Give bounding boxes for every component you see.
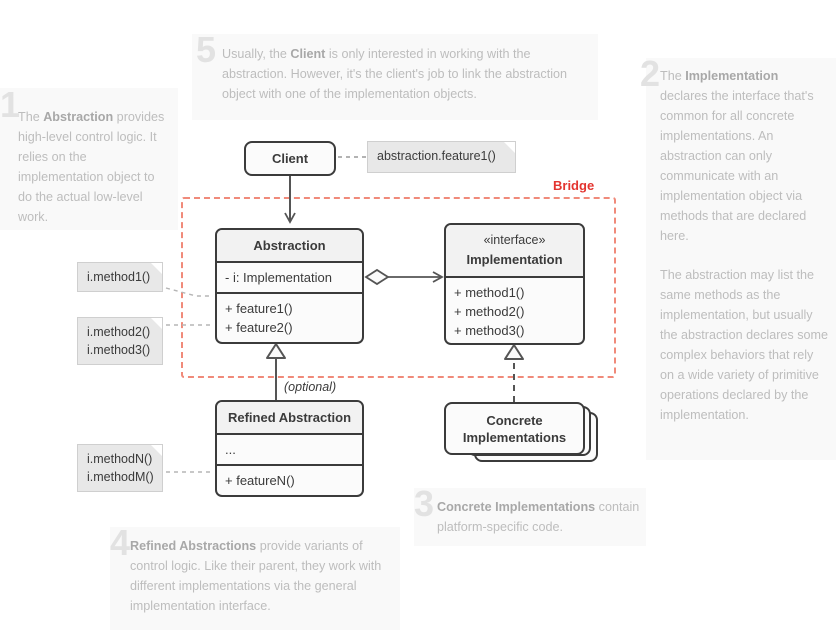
optional-label: (optional) [284, 380, 337, 394]
method-feature2: + feature2() [225, 320, 293, 335]
dogear-icon [504, 142, 515, 153]
class-name-concrete-line1: Concrete [486, 412, 543, 428]
annotation-panel-1 [0, 88, 178, 230]
class-name-refined-abstraction: Refined Abstraction [217, 402, 362, 433]
class-field-refined-abstraction: ... [217, 433, 362, 464]
code-note-methodNM: i.methodN() i.methodM() [77, 444, 163, 492]
annotation-panel-2 [646, 58, 836, 460]
method-method2: + method2() [454, 304, 525, 319]
class-box-implementation[interactable]: «interface» Implementation + method1() +… [444, 223, 585, 345]
code-note-line2: i.method3() [87, 343, 151, 357]
bridge-label: Bridge [553, 178, 595, 193]
class-box-refined-abstraction[interactable]: Refined Abstraction ... + featureN() [215, 400, 364, 497]
class-box-concrete-implementations[interactable]: Concrete Implementations [444, 402, 585, 455]
annotation-number-2: 2 [640, 53, 661, 94]
annotation-panel-3 [414, 488, 646, 546]
code-note-line2: i.methodM() [87, 470, 154, 484]
annotation-text-4: Refined Abstractions provide variants of… [130, 539, 382, 613]
class-field-abstraction: - i: Implementation [217, 261, 362, 292]
class-methods-refined-abstraction: + featureN() [217, 464, 362, 495]
annotation-number-1: 1 [0, 84, 21, 125]
class-name-concrete-line2: Implementations [462, 429, 567, 445]
method-method1: + method1() [454, 285, 525, 300]
annotation-text-1: The Abstraction provides high-level cont… [18, 110, 165, 224]
code-note-text: abstraction.feature1() [377, 149, 496, 163]
class-name-abstraction: Abstraction [217, 230, 362, 261]
annotation-text-5: Usually, the Client is only interested i… [222, 47, 568, 101]
code-note-line1: i.method2() [87, 325, 151, 339]
annotation-text-2b: The abstraction may list the same method… [660, 268, 829, 422]
dogear-icon [151, 318, 162, 329]
annotation-panel-5 [192, 34, 598, 120]
method-feature1: + feature1() [225, 301, 293, 316]
annotation-text-2a: The Implementation declares the interfac… [660, 69, 814, 243]
code-note-line1: i.methodN() [87, 452, 153, 466]
stereotype-interface: «interface» [483, 233, 546, 247]
class-methods-abstraction: + feature1() + feature2() [217, 292, 362, 342]
annotation-number-4: 4 [110, 522, 131, 563]
method-method3: + method3() [454, 323, 525, 338]
code-note-method1: i.method1() [77, 262, 163, 292]
code-note-method23: i.method2() i.method3() [77, 317, 163, 365]
class-name-implementation: Implementation [466, 252, 563, 267]
annotation-number-5: 5 [196, 29, 217, 70]
class-header-implementation: «interface» Implementation [446, 225, 583, 276]
dogear-icon [151, 263, 162, 274]
code-note-text: i.method1() [87, 270, 151, 284]
dogear-icon [151, 445, 162, 456]
class-box-client[interactable]: Client [244, 141, 336, 176]
annotation-panel-4 [110, 527, 400, 630]
code-note-client-call: abstraction.feature1() [367, 141, 516, 173]
annotation-text-3: Concrete Implementations contain platfor… [437, 500, 640, 534]
class-methods-implementation: + method1() + method2() + method3() [446, 276, 583, 343]
class-box-abstraction[interactable]: Abstraction - i: Implementation + featur… [215, 228, 364, 344]
class-name-client: Client [271, 151, 309, 166]
annotation-number-3: 3 [414, 483, 435, 524]
